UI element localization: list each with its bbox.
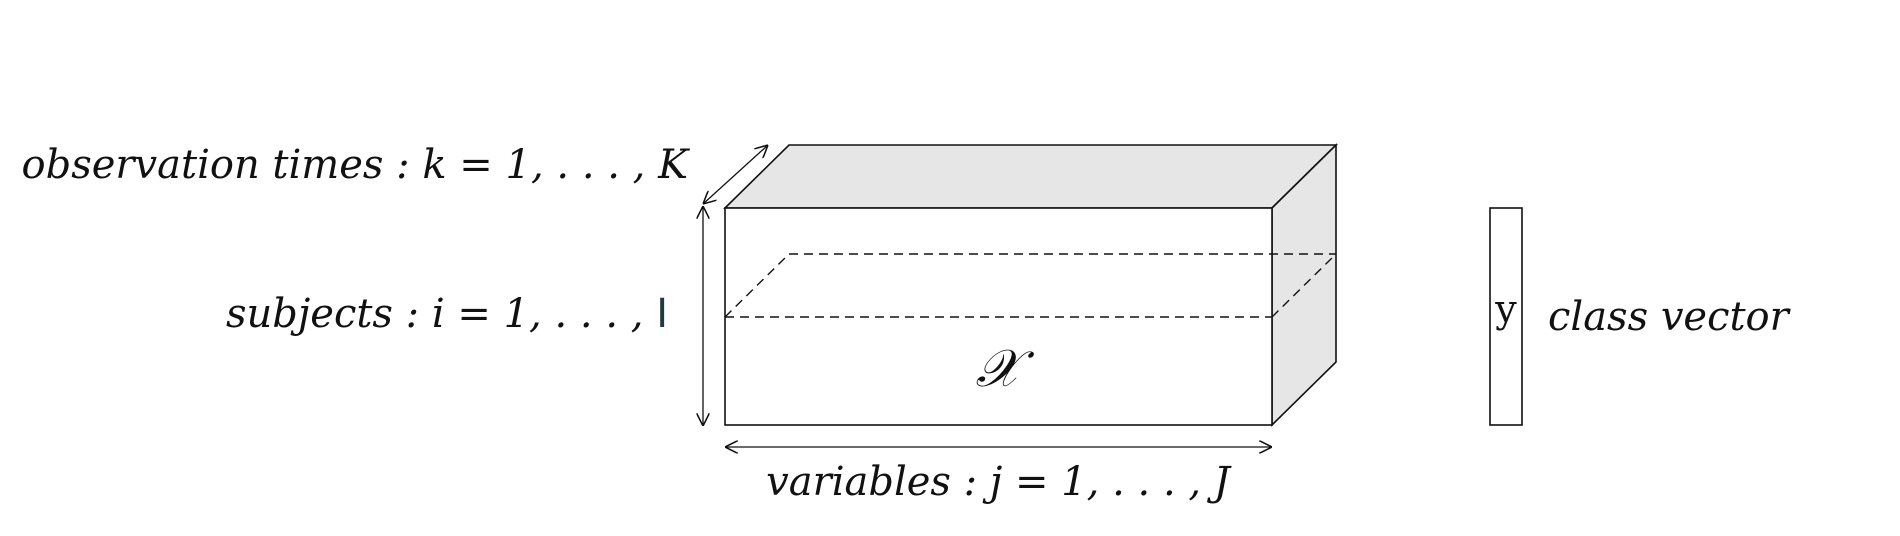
box-top-face — [723, 144, 1338, 209]
class-vector-label: class vector — [1548, 294, 1792, 340]
subjects-label-text: subjects : i = 1, . . . , — [226, 291, 656, 337]
subjects-symbol: I — [656, 291, 668, 337]
subject-slice-plane — [724, 253, 1337, 318]
variables-label: variables : j = 1, . . . , J — [766, 459, 1232, 505]
class-vector-symbol: y — [1494, 287, 1517, 331]
observation-times-label: observation times : k = 1, . . . , K — [22, 142, 691, 188]
class-vector-bar — [1489, 207, 1523, 426]
subjects-label: subjects : i = 1, . . . , I — [226, 291, 668, 337]
observation-times-arrow — [703, 145, 768, 204]
